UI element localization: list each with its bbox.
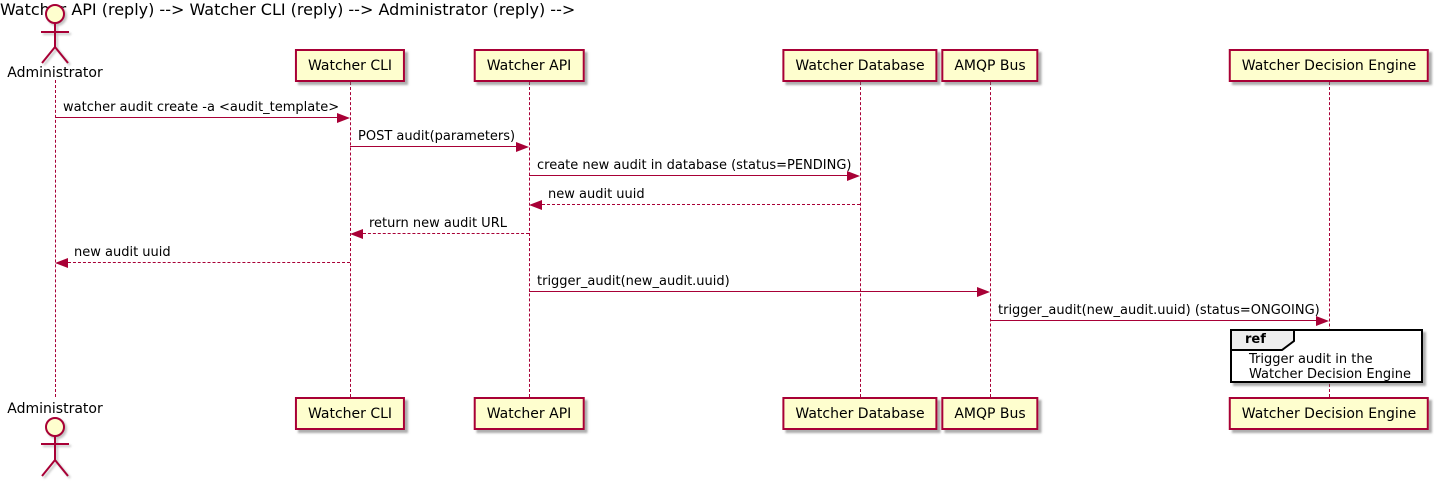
message-8-label: trigger_audit(new_audit.uuid) (status=ON… (998, 303, 1320, 318)
actor-administrator-bottom-figure (41, 417, 69, 477)
message-4-label: new audit uuid (548, 187, 645, 202)
lifeline-watcher-database (859, 82, 861, 397)
message-1-line (55, 117, 338, 118)
message-5-label: return new audit URL (369, 216, 507, 231)
message-8-arrowhead (1316, 316, 1329, 326)
actor-administrator-bottom-label: Administrator (7, 401, 103, 417)
message-5-line (363, 233, 529, 234)
message-2-label: POST audit(parameters) (358, 129, 516, 144)
participant-top-watcher-database: Watcher Database (782, 49, 938, 82)
participant-label: Watcher Decision Engine (1241, 57, 1417, 74)
lifeline-administrator (54, 80, 56, 397)
message-4-line (542, 204, 860, 205)
message-8-line (990, 320, 1316, 321)
message-2-arrowhead (516, 142, 529, 152)
message-4-arrowhead (529, 200, 542, 210)
participant-label: Watcher CLI (307, 405, 393, 422)
ref-tab-shape (1230, 329, 1295, 351)
participant-label: Watcher Database (795, 405, 925, 422)
message-1-arrowhead (337, 113, 350, 123)
participant-label: Watcher API (486, 405, 572, 422)
message-7-label: trigger_audit(new_audit.uuid) (537, 274, 730, 289)
participant-bottom-watcher-database: Watcher Database (782, 397, 938, 430)
participant-label: AMQP Bus (954, 405, 1026, 422)
message-7-arrowhead (977, 287, 990, 297)
ref-text-line-2: Watcher Decision Engine (1249, 367, 1411, 382)
ref-text-line-1: Trigger audit in the (1249, 352, 1373, 367)
participant-label: Watcher Database (795, 57, 925, 74)
participant-label: AMQP Bus (954, 57, 1026, 74)
message-6-label: new audit uuid (74, 245, 171, 260)
participant-top-amqp-bus: AMQP Bus (941, 49, 1039, 82)
ref-keyword: ref (1245, 332, 1266, 347)
participant-top-watcher-api: Watcher API (473, 49, 585, 82)
participant-label: Watcher Decision Engine (1241, 405, 1417, 422)
actor-administrator-top-label: Administrator (7, 65, 103, 81)
message-1-label: watcher audit create -a <audit_template> (63, 100, 340, 115)
message-2-line (350, 146, 517, 147)
message-3-label: create new audit in database (status=PEN… (537, 158, 852, 173)
participant-bottom-watcher-decision-engine: Watcher Decision Engine (1228, 397, 1430, 430)
participant-bottom-amqp-bus: AMQP Bus (941, 397, 1039, 430)
lifeline-watcher-cli (349, 82, 351, 397)
lifeline-amqp-bus (989, 82, 991, 397)
participant-label: Watcher API (486, 57, 572, 74)
message-6-line (68, 262, 350, 263)
ref-fragment: ref Trigger audit in the Watcher Decisio… (1230, 329, 1423, 383)
participant-bottom-watcher-api: Watcher API (473, 397, 585, 430)
message-5-arrowhead (350, 229, 363, 239)
message-7-line (529, 291, 977, 292)
message-3-arrowhead (847, 171, 860, 181)
participant-top-watcher-decision-engine: Watcher Decision Engine (1228, 49, 1430, 82)
participant-label: Watcher CLI (307, 57, 393, 74)
message-3-line (529, 175, 847, 176)
participant-top-watcher-cli: Watcher CLI (294, 49, 406, 82)
lifeline-watcher-decision-engine (1328, 82, 1330, 397)
actor-administrator-top-figure (41, 4, 69, 64)
message-6-arrowhead (55, 258, 68, 268)
lifeline-watcher-api (528, 82, 530, 397)
participant-bottom-watcher-cli: Watcher CLI (294, 397, 406, 430)
